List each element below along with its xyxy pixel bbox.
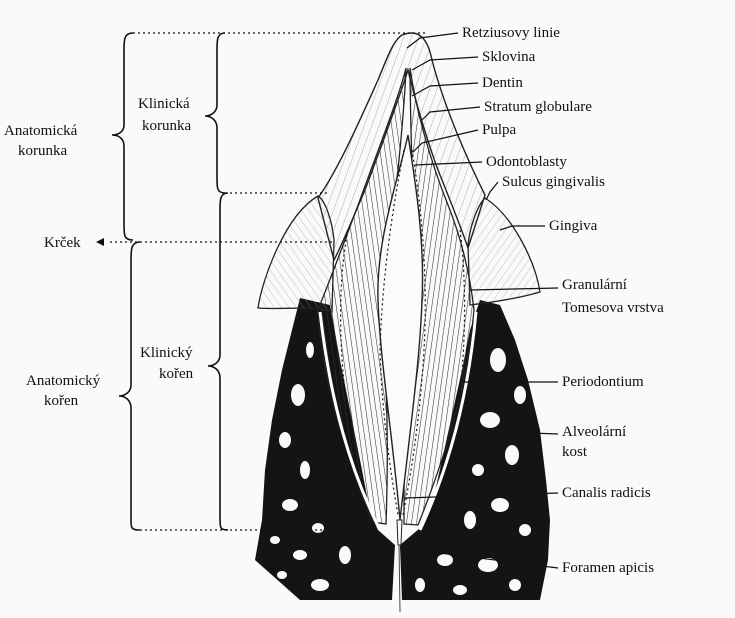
- label-anatomical-crown-2: korunka: [18, 143, 67, 159]
- label-periodontium: Periodontium: [562, 374, 644, 390]
- enamel: [317, 32, 486, 262]
- bracket-anatomical-root: [118, 241, 141, 531]
- label-clinical-crown-2: korunka: [142, 118, 191, 134]
- alveolar-bone-right: [400, 300, 550, 600]
- label-canalis-radicis: Canalis radicis: [562, 485, 651, 501]
- label-clinical-root-1: Klinický: [140, 345, 193, 361]
- label-pulp: Pulpa: [482, 122, 517, 138]
- label-neck: Krček: [44, 235, 81, 251]
- label-foramen-apicis: Foramen apicis: [562, 560, 654, 576]
- label-granular-2: Tomesova vrstva: [562, 300, 664, 316]
- label-clinical-crown-1: Klinická: [138, 96, 190, 112]
- label-clinical-root-2: kořen: [159, 366, 194, 382]
- label-sulcus-gingivalis: Sulcus gingivalis: [502, 174, 605, 190]
- bracket-clinical-crown: [204, 32, 226, 194]
- bracket-anatomical-crown: [111, 32, 134, 241]
- label-dentin: Dentin: [482, 75, 523, 91]
- bracket-clinical-root: [207, 192, 229, 531]
- label-granular-1: Granulární: [562, 277, 627, 293]
- label-alveolar-2: kost: [562, 444, 588, 460]
- label-anatomical-root-2: kořen: [44, 393, 79, 409]
- label-retzius-lines: Retziusovy linie: [462, 25, 560, 41]
- label-enamel: Sklovina: [482, 49, 536, 65]
- label-stratum-globulare: Stratum globulare: [484, 99, 592, 115]
- label-odontoblasts: Odontoblasty: [486, 154, 567, 170]
- label-gingiva: Gingiva: [549, 218, 598, 234]
- neck-arrow-icon: [96, 238, 104, 246]
- root-canal: [396, 519, 403, 546]
- label-anatomical-crown-1: Anatomická: [4, 123, 78, 139]
- label-alveolar-1: Alveolární: [562, 424, 626, 440]
- alveolar-bone-left: [255, 298, 395, 600]
- label-anatomical-root-1: Anatomický: [26, 373, 101, 389]
